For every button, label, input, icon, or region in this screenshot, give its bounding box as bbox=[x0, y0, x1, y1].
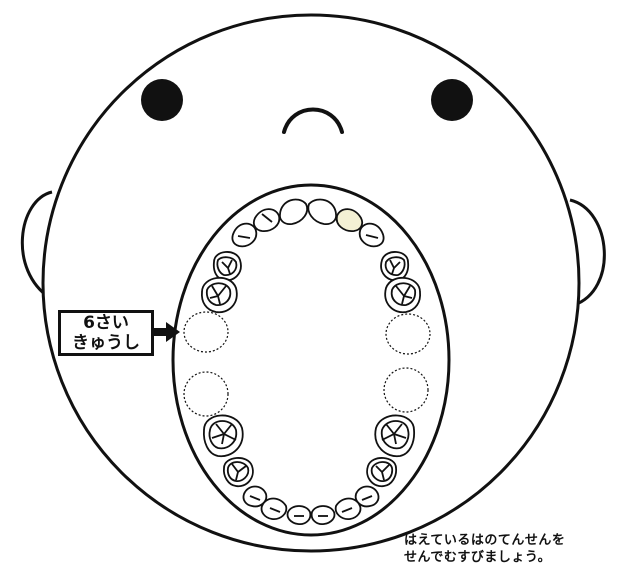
upper-central-incisor-left bbox=[279, 198, 308, 226]
instruction-line-2: せんでむすびましょう。 bbox=[404, 550, 552, 565]
instruction-line-1: はえているはのてんせんを bbox=[404, 533, 566, 548]
lower-molar-right-large bbox=[374, 414, 415, 458]
dotted-molar-upper-left bbox=[183, 311, 229, 353]
upper-tooth-line bbox=[237, 235, 251, 239]
upper-lateral-incisor-left bbox=[252, 208, 281, 232]
mouth-oval bbox=[171, 183, 451, 537]
lower-tooth-line bbox=[269, 507, 281, 513]
upper-tooth-line bbox=[365, 234, 379, 239]
upper-molar-left-small bbox=[212, 251, 242, 282]
right-eye bbox=[431, 79, 473, 121]
dotted-molar-upper-right bbox=[385, 313, 431, 355]
left-eye bbox=[141, 79, 183, 121]
lower-molar-left-small bbox=[223, 457, 254, 488]
lower-teeth bbox=[203, 414, 415, 525]
arrow-right-icon bbox=[153, 322, 180, 342]
lower-central-incisor-right bbox=[310, 505, 336, 525]
upper-central-incisor-right bbox=[307, 198, 337, 226]
six-year-molar-dotted-spots bbox=[183, 311, 431, 417]
lower-tooth-line bbox=[249, 495, 261, 501]
upper-tooth-line bbox=[261, 213, 273, 223]
lower-central-incisor-left bbox=[286, 505, 312, 525]
upper-canine-left bbox=[231, 222, 258, 248]
upper-teeth bbox=[201, 198, 421, 314]
upper-molar-right-large bbox=[384, 277, 421, 314]
lower-molar-right-small bbox=[366, 457, 397, 488]
instruction-text: はえているはのてんせんを せんでむすびましょう。 bbox=[404, 532, 620, 566]
frown-mouth bbox=[282, 107, 344, 134]
upper-canine-right bbox=[358, 222, 385, 248]
lower-molar-left-large bbox=[203, 414, 244, 458]
label-line-1: 6さい bbox=[83, 313, 129, 333]
dotted-molar-lower-left bbox=[183, 371, 229, 417]
dotted-molar-lower-right bbox=[383, 367, 429, 413]
label-line-2: きゅうし bbox=[72, 333, 140, 353]
upper-lateral-incisor-right bbox=[335, 208, 364, 232]
upper-molar-right-small bbox=[380, 251, 410, 282]
upper-molar-left-large bbox=[201, 277, 238, 314]
lower-tooth-line bbox=[341, 507, 353, 513]
six-year-molar-label: 6さい きゅうし bbox=[58, 310, 154, 356]
lower-tooth-line bbox=[361, 495, 373, 501]
